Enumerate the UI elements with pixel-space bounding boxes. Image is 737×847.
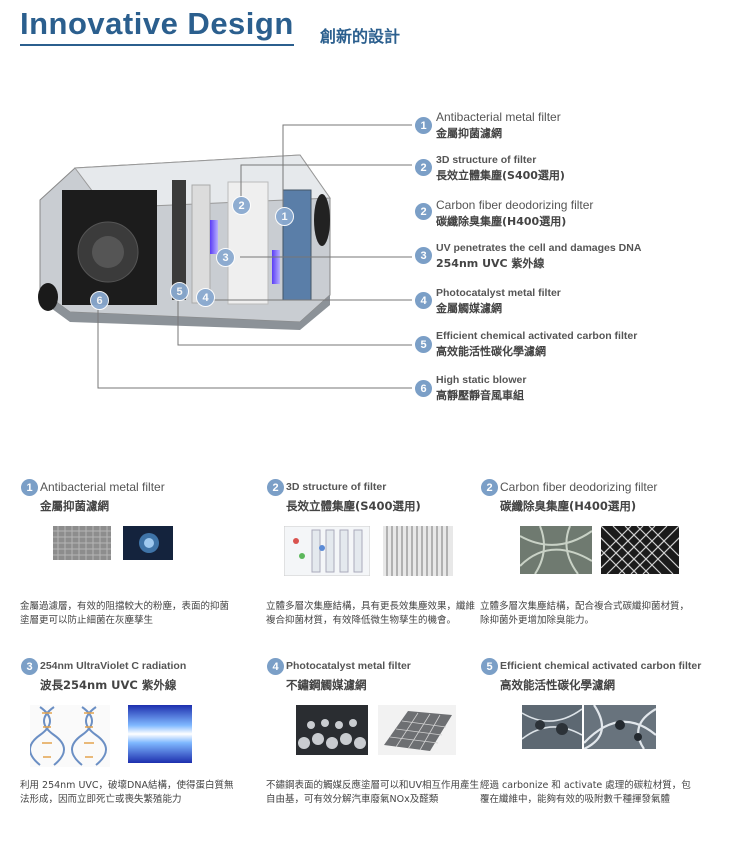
page-subtitle: 創新的設計 xyxy=(320,27,401,46)
callout-en: 3D structure of filter xyxy=(436,154,537,166)
callout-en: UV penetrates the cell and damages DNA xyxy=(436,242,642,254)
card-num: 4 xyxy=(266,657,285,676)
callout-zh: 254nm UVC 紫外線 xyxy=(436,257,545,270)
callout-num-1: 1 xyxy=(414,116,433,135)
card-zh-title: 碳纖除臭集塵(H400選用) xyxy=(500,499,637,513)
callout-2a: 3D structure of filter 長效立體集塵(S400選用) xyxy=(436,154,565,183)
card-en-title: Photocatalyst metal filter xyxy=(286,660,411,672)
card-zh-title: 不鏽鋼觸媒濾網 xyxy=(286,678,367,692)
callout-num-4: 4 xyxy=(414,291,433,310)
callout-en: Carbon fiber deodorizing filter xyxy=(436,198,594,212)
carbon-granule-photo xyxy=(522,705,582,749)
card-en-title: Carbon fiber deodorizing filter xyxy=(500,480,658,494)
diagram-marker-3: 3 xyxy=(216,248,235,267)
card-description: 金屬過濾層，有效的阻擋較大的粉塵，表面的抑菌塗層更可以防止細菌在灰塵孳生 xyxy=(20,601,230,626)
diagram-marker-6: 6 xyxy=(90,291,109,310)
card-en-title: Efficient chemical activated carbon filt… xyxy=(500,660,702,672)
metal-grid-photo xyxy=(378,705,456,755)
uv-light-photo xyxy=(128,705,192,763)
product-diagram: 2 1 3 5 4 6 1 Antibacterial metal filter… xyxy=(0,90,737,420)
carbon-mesh-photo xyxy=(601,526,679,574)
card-zh-title: 長效立體集塵(S400選用) xyxy=(286,499,421,513)
leader-6 xyxy=(97,308,412,389)
card-en-title: Antibacterial metal filter xyxy=(40,480,165,494)
diagram-marker-5: 5 xyxy=(170,282,189,301)
diagram-marker-4: 4 xyxy=(196,288,215,307)
callout-4: Photocatalyst metal filter 金屬觸媒濾網 xyxy=(436,287,561,316)
card-en-title: 3D structure of filter xyxy=(286,481,387,493)
uv-lamp-1 xyxy=(210,220,218,254)
callout-en: Photocatalyst metal filter xyxy=(436,287,561,299)
diagram-marker-1: 1 xyxy=(275,207,294,226)
callout-3: UV penetrates the cell and damages DNA 2… xyxy=(436,242,641,271)
callout-num-5: 5 xyxy=(414,335,433,354)
card-description: 立體多層次集塵結構，配合複合式碳纖抑菌材質，除抑菌外更增加除臭能力。 xyxy=(480,601,690,626)
bacteria-photo xyxy=(123,526,173,560)
leader-1 xyxy=(282,124,412,210)
callout-zh: 高效能活性碳化學濾網 xyxy=(436,345,546,358)
title-block: Innovative Design xyxy=(20,6,294,46)
card-description: 立體多層次集塵結構，具有更長效集塵效果，纖維複合抑菌材質，有效降低微生物孳生的機… xyxy=(266,601,476,626)
leader-2 xyxy=(240,164,412,205)
card-num: 2 xyxy=(480,478,499,497)
callout-zh: 長效立體集塵(S400選用) xyxy=(436,169,565,182)
pleated-filter-photo xyxy=(383,526,453,576)
callout-1: Antibacterial metal filter 金屬抑菌濾網 xyxy=(436,110,561,141)
photocatalyst-filter xyxy=(191,184,211,304)
callout-en: High static blower xyxy=(436,374,527,386)
uv-lamp-2 xyxy=(272,250,280,284)
blower-inlet xyxy=(38,283,58,311)
carbon-filter xyxy=(172,180,186,300)
callout-en: Efficient chemical activated carbon filt… xyxy=(436,330,638,342)
card-description: 不鏽鋼表面的觸媒反應塗層可以和UV相互作用產生自由基，可有效分解汽車廢氣NOx及… xyxy=(266,780,479,805)
callout-zh: 碳纖除臭集塵(H400選用) xyxy=(436,215,567,228)
housing-bottom xyxy=(40,290,330,330)
card-en-title: 254nm UltraViolet C radiation xyxy=(40,660,187,672)
outlet-collar xyxy=(314,194,330,246)
card-num: 5 xyxy=(480,657,499,676)
callout-zh: 金屬觸媒濾網 xyxy=(436,302,502,315)
page-title: Innovative Design xyxy=(20,6,294,46)
metal-mesh-photo xyxy=(53,526,111,560)
diagram-marker-2: 2 xyxy=(232,196,251,215)
callout-en: Antibacterial metal filter xyxy=(436,110,561,124)
callout-2b: Carbon fiber deodorizing filter 碳纖除臭集塵(H… xyxy=(436,198,593,229)
dna-illustration xyxy=(30,705,110,767)
callout-num-3: 3 xyxy=(414,246,433,265)
leader-5 xyxy=(177,298,412,346)
3d-filter-diagram xyxy=(284,526,370,576)
card-num: 2 xyxy=(266,478,285,497)
carbon-fiber-magnified-photo xyxy=(584,705,656,749)
callout-num-2a: 2 xyxy=(414,158,433,177)
callout-zh: 高靜壓靜音風車組 xyxy=(436,389,524,402)
callout-5: Efficient chemical activated carbon filt… xyxy=(436,330,637,359)
card-zh-title: 金屬抑菌濾網 xyxy=(40,499,109,513)
card-description: 利用 254nm UVC，破壞DNA結構，使得蛋白質無法形成，因而立即死亡或喪失… xyxy=(20,780,234,805)
card-description: 經過 carbonize 和 activate 處理的碳粒材質，包覆在纖維中，能… xyxy=(480,780,691,805)
product-illustration xyxy=(38,124,412,389)
callout-6: High static blower 高靜壓靜音風車組 xyxy=(436,374,526,403)
blower-hub xyxy=(92,236,124,268)
callout-num-2b: 2 xyxy=(414,202,433,221)
card-num: 3 xyxy=(20,657,39,676)
carbon-fiber-photo xyxy=(520,526,592,574)
card-zh-title: 高效能活性碳化學濾網 xyxy=(500,678,615,692)
card-num: 1 xyxy=(20,478,39,497)
photocatalyst-photo xyxy=(296,705,368,755)
callout-zh: 金屬抑菌濾網 xyxy=(436,127,502,140)
callout-num-6: 6 xyxy=(414,379,433,398)
card-zh-title: 波長254nm UVC 紫外線 xyxy=(40,678,177,692)
